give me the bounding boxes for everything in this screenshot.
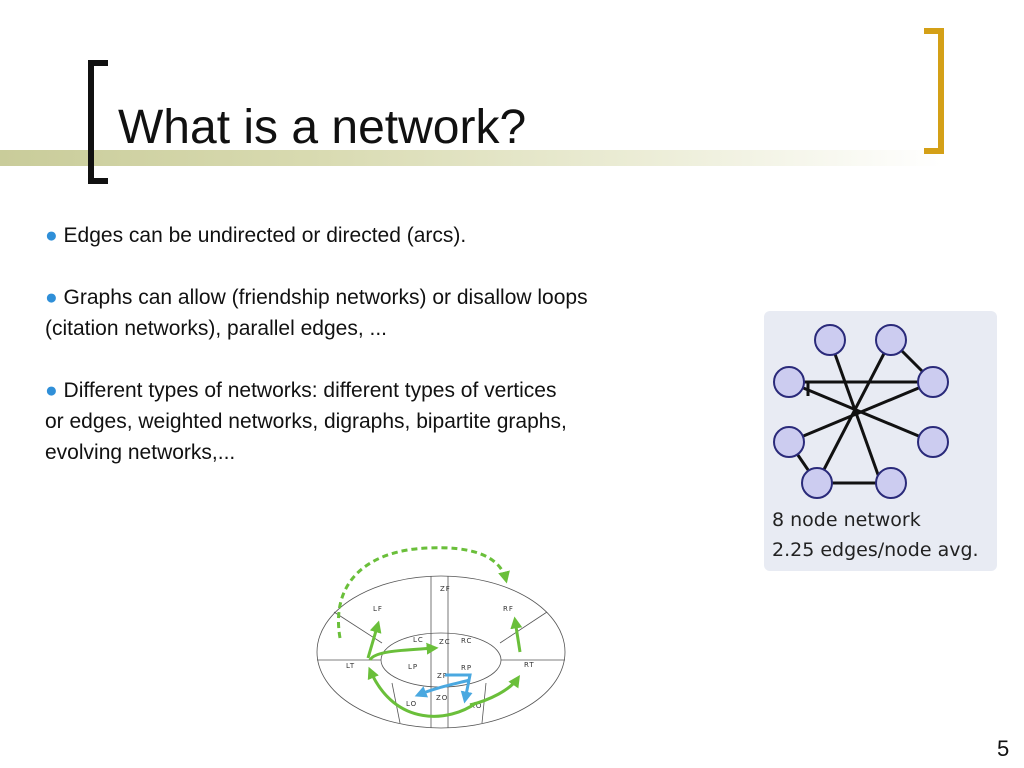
- title-band: [0, 150, 1024, 166]
- bullet-2-line-1: Graphs can allow (friendship networks) o…: [63, 286, 588, 309]
- outer-ring: [316, 575, 566, 729]
- bullet-list: ● Edges can be undirected or directed (a…: [45, 220, 745, 499]
- brain-region-diagram: ZF LF RF LC ZC RC LT LP ZP RP RT LO ZO R…: [316, 546, 566, 729]
- edge: [815, 339, 893, 484]
- right-bracket-decoration: [924, 28, 944, 154]
- graph-node: [917, 366, 949, 398]
- graph-node: [917, 426, 949, 458]
- label-zc: ZC: [439, 638, 451, 646]
- arrow-ro-to-lt: [367, 666, 477, 718]
- graph-node: [875, 324, 907, 356]
- label-lo: LO: [406, 700, 417, 708]
- label-lt: LT: [346, 662, 355, 670]
- green-arrows: [337, 546, 523, 718]
- label-lp: LP: [408, 663, 418, 671]
- network-graph: [773, 324, 949, 499]
- bullet-3-line-1: Different types of networks: different t…: [63, 379, 557, 402]
- bullet-3: ● Different types of networks: different…: [45, 375, 745, 468]
- left-bracket-decoration: [88, 60, 108, 184]
- graph-node: [773, 366, 805, 398]
- bullet-2: ● Graphs can allow (friendship networks)…: [45, 282, 745, 344]
- label-rf: RF: [503, 605, 514, 613]
- bullet-3-line-2: or edges, weighted networks, digraphs, b…: [45, 410, 567, 433]
- dashed-arrow-lt-to-rf: [337, 546, 510, 639]
- label-rc: RC: [461, 637, 472, 645]
- bullet-2-line-2: (citation networks), parallel edges, ...: [45, 317, 387, 340]
- network-nodes: [773, 324, 949, 499]
- bullet-dot-icon: ●: [45, 224, 58, 247]
- blue-arrows: [414, 673, 473, 704]
- label-ro: RO: [470, 702, 482, 710]
- page-number: 5: [997, 736, 1010, 761]
- region-divider: [481, 682, 487, 724]
- bullet-dot-icon: ●: [45, 286, 58, 309]
- bullet-1: ● Edges can be undirected or directed (a…: [45, 220, 745, 251]
- network-caption-line-2: 2.25 edges/node avg.: [772, 539, 979, 561]
- label-zf: ZF: [440, 585, 451, 593]
- region-labels: ZF LF RF LC ZC RC LT LP ZP RP RT LO ZO R…: [346, 585, 535, 710]
- network-edges: [787, 338, 935, 485]
- network-figure-card: 8 node network 2.25 edges/node avg.: [764, 311, 997, 571]
- label-rt: RT: [524, 661, 535, 669]
- label-zo: ZO: [436, 694, 448, 702]
- graph-node: [814, 324, 846, 356]
- label-lc: LC: [413, 636, 424, 644]
- bullet-3-line-3: evolving networks,...: [45, 441, 236, 464]
- graph-node: [773, 426, 805, 458]
- brain-outlines: [316, 575, 566, 729]
- arrow-lt-to-zc: [368, 642, 439, 661]
- arrow-rt-to-rf: [510, 616, 523, 653]
- label-zp: ZP: [437, 672, 448, 680]
- arrow-zp-to-ro: [445, 673, 473, 704]
- arrow-ro-to-rt: [469, 675, 520, 707]
- bullet-dot-icon: ●: [45, 379, 58, 402]
- slide-title: What is a network?: [118, 101, 527, 154]
- graph-node: [801, 467, 833, 499]
- label-rp: RP: [461, 664, 472, 672]
- graph-node: [875, 467, 907, 499]
- bullet-1-line-1: Edges can be undirected or directed (arc…: [63, 224, 467, 247]
- label-lf: LF: [373, 605, 383, 613]
- arrow-rp-to-lo: [414, 678, 471, 698]
- edge: [788, 380, 934, 444]
- region-divider: [499, 611, 548, 644]
- arrow-lt-to-lf: [366, 620, 382, 659]
- network-caption-line-1: 8 node network: [772, 509, 921, 531]
